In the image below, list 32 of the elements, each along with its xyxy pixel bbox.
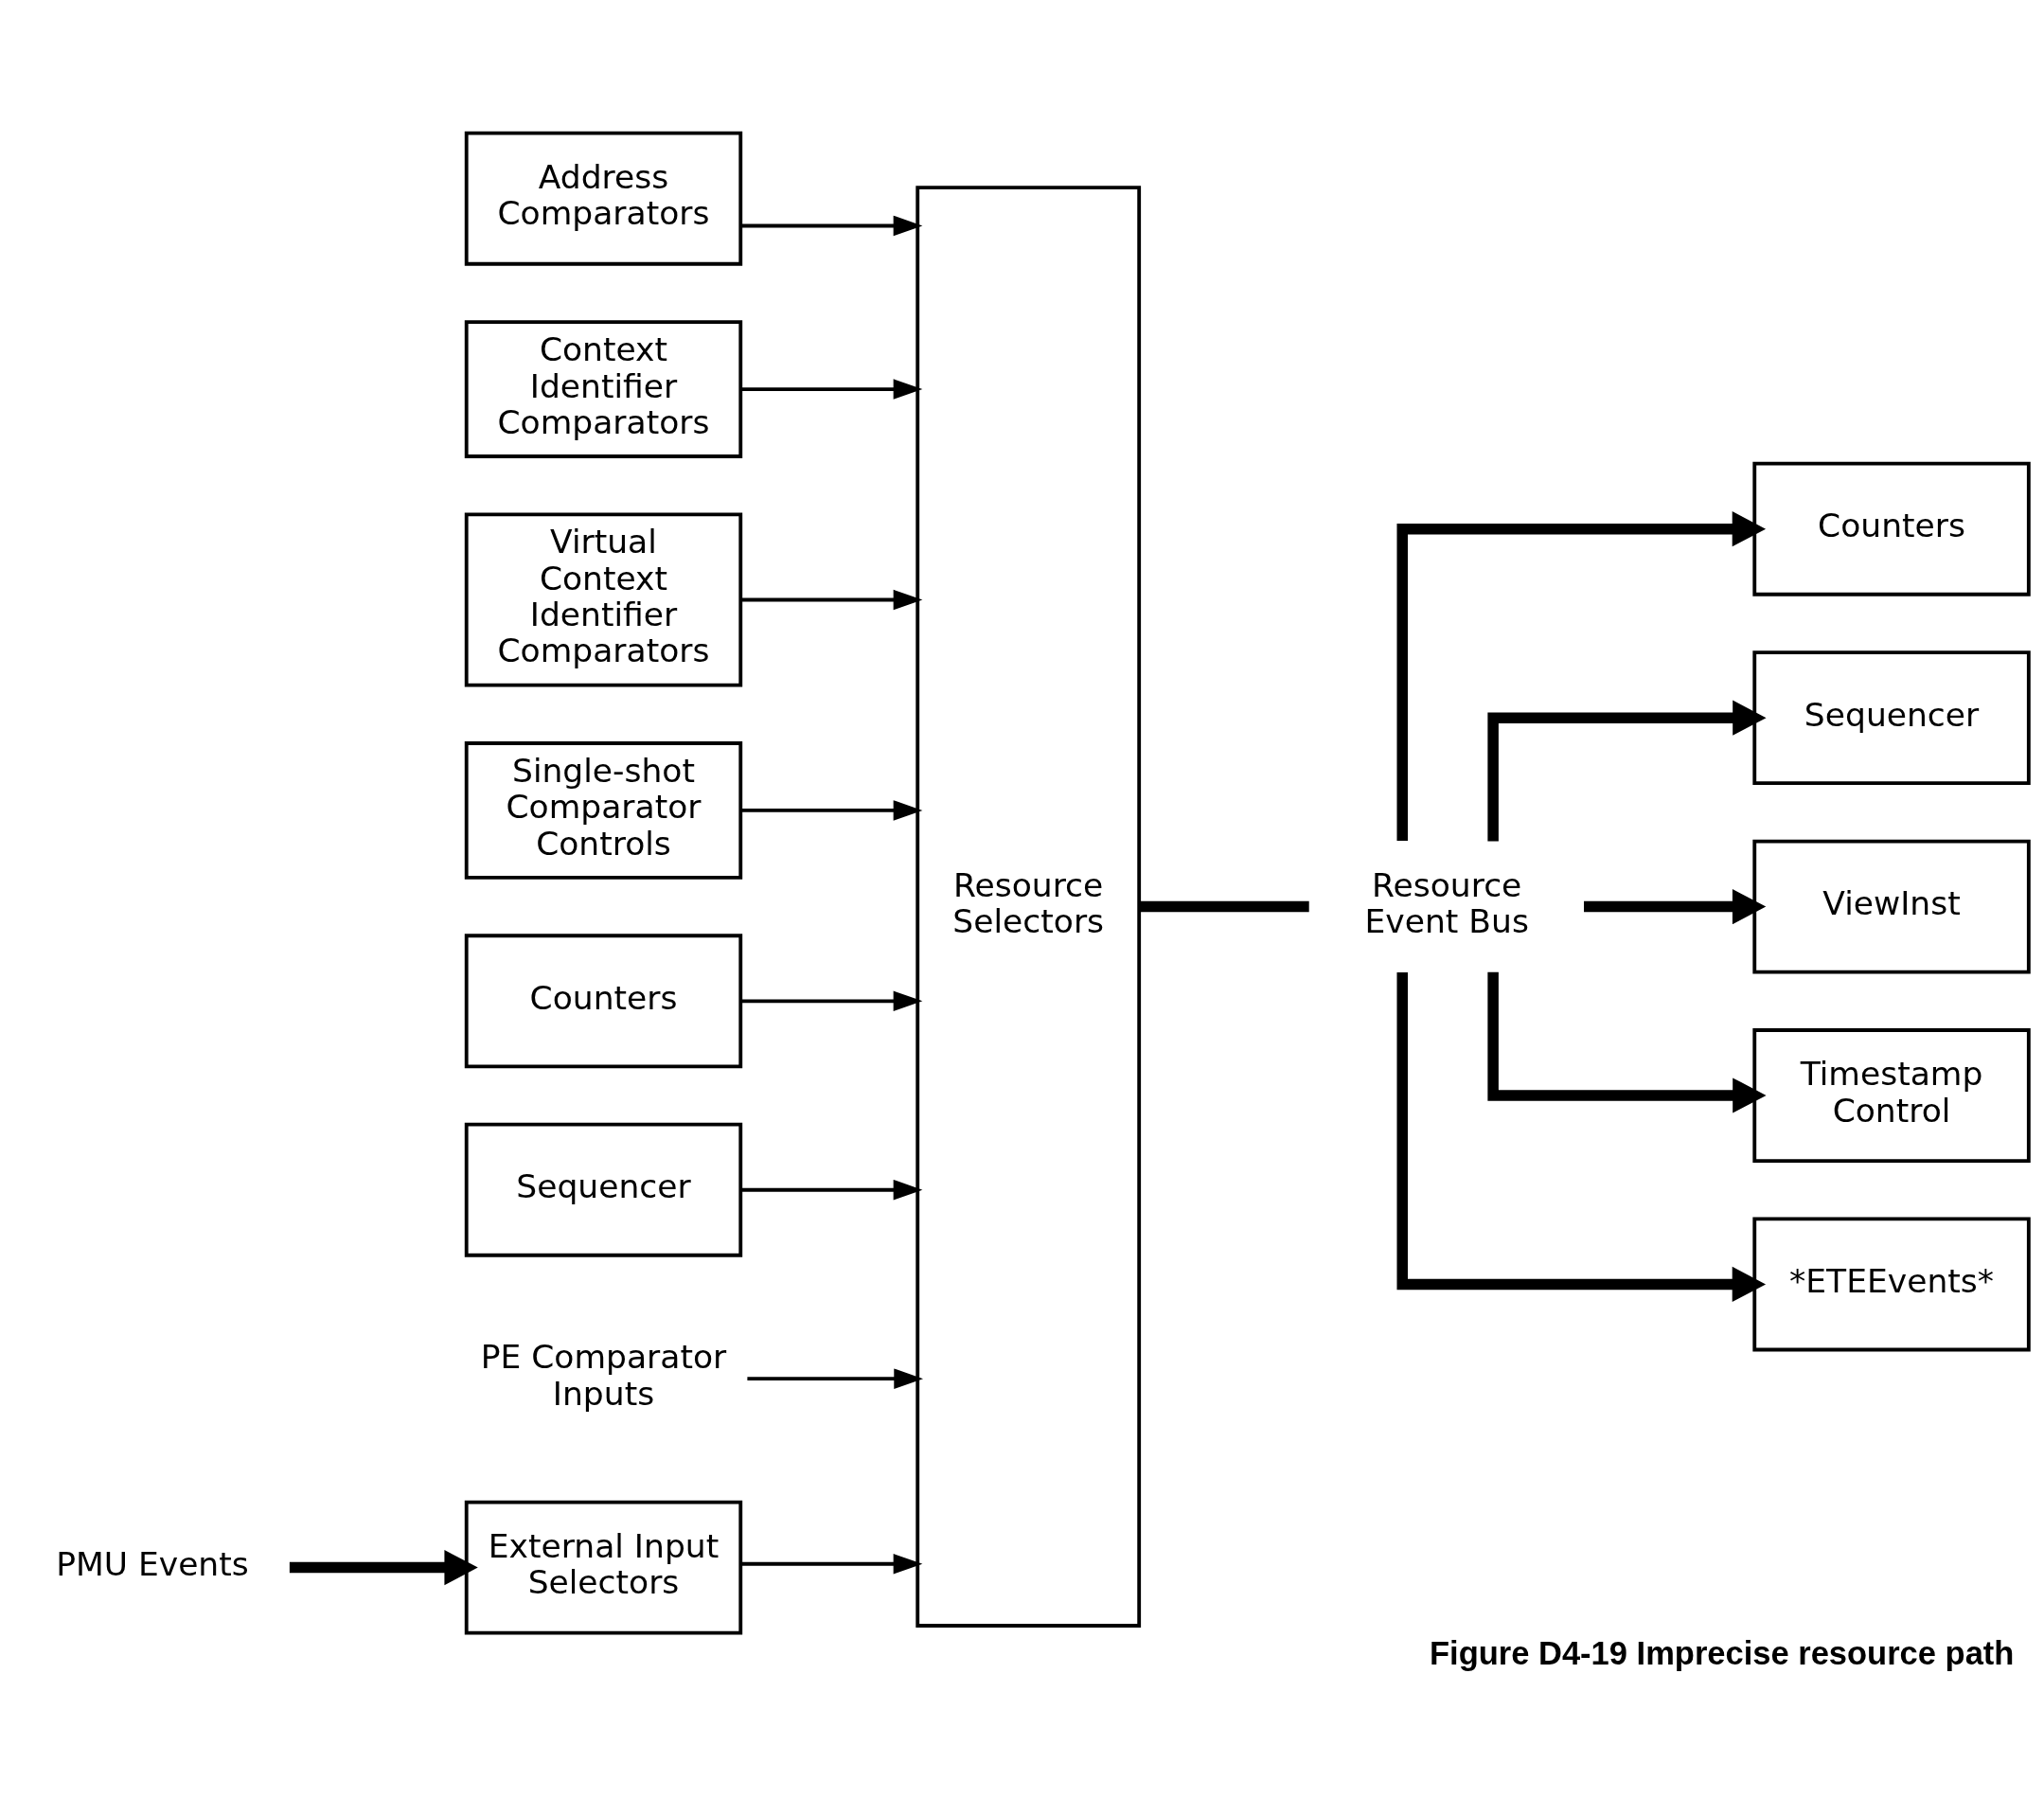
caption: Figure D4-19 Imprecise resource path: [1430, 1634, 2015, 1671]
arrow: [1396, 971, 1767, 1302]
node-box: Counters: [1752, 461, 2031, 596]
arrow: [1487, 700, 1767, 841]
arrow: [740, 799, 923, 821]
node-box: Address Comparators: [464, 131, 743, 266]
arrow: [740, 378, 923, 400]
arrow: [1396, 510, 1767, 841]
arrow: [740, 1553, 923, 1575]
arrow: [740, 990, 923, 1011]
node-box: Counters: [464, 933, 743, 1068]
node-box: Timestamp Control: [1752, 1027, 2031, 1163]
arrow: [1584, 888, 1767, 924]
arrow: [289, 1549, 478, 1585]
node-box: Single-shot Comparator Controls: [464, 740, 743, 880]
arrow: [740, 589, 923, 610]
connector: [1139, 900, 1309, 912]
arrow: [747, 1367, 924, 1389]
arrow: [740, 1179, 923, 1200]
arrow: [740, 215, 923, 236]
node-box: External Input Selectors: [464, 1500, 743, 1635]
node-text: PMU Events: [56, 1544, 249, 1583]
node-box: *ETEEvents*: [1752, 1217, 2031, 1351]
node-box: Sequencer: [464, 1122, 743, 1257]
node-box: Sequencer: [1752, 650, 2031, 785]
node-text: PE Comparator Inputs: [480, 1337, 727, 1413]
node-box: Virtual Context Identifier Comparators: [464, 511, 743, 687]
node-box: ViewInst: [1752, 839, 2031, 974]
node-text: Resource Event Bus: [1364, 865, 1529, 940]
node-box: Context Identifier Comparators: [464, 319, 743, 458]
node-box: Resource Selectors: [915, 185, 1142, 1628]
arrow: [1487, 971, 1767, 1113]
